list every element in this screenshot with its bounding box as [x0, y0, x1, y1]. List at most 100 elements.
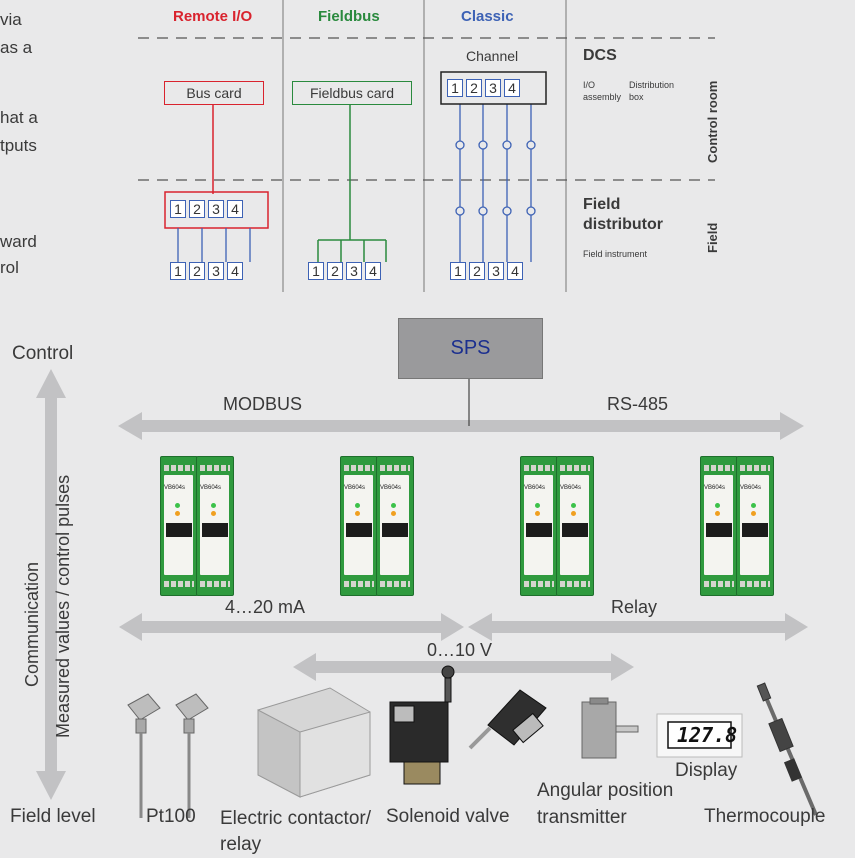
channel-cell: 3	[485, 79, 501, 97]
vertical-axis-shaft	[45, 395, 57, 775]
pt100-label: Pt100	[146, 806, 196, 827]
vertical-axis-head-up	[36, 369, 66, 398]
contactor-label: Electric contactor/ relay	[220, 808, 371, 855]
terminal-strip	[560, 465, 590, 471]
module-label: VB604s	[524, 485, 546, 491]
header-classic: Classic	[461, 8, 514, 25]
bus-arrow-head-left	[118, 412, 142, 440]
display-label: Display	[675, 760, 738, 781]
led-orange	[715, 511, 720, 516]
terminal-strip	[740, 581, 770, 587]
connector-block	[346, 523, 372, 537]
sps-box: SPS	[398, 318, 543, 379]
led-green	[535, 503, 540, 508]
module-label: VB604s	[164, 485, 186, 491]
led-green	[355, 503, 360, 508]
signal-module: VB604s	[736, 456, 774, 596]
thermocouple-icon	[756, 682, 818, 816]
led-orange	[571, 511, 576, 516]
remote-io-field-boxes: 1 2 3 4	[170, 262, 243, 280]
terminal-strip	[380, 581, 410, 587]
contactor-icon	[257, 687, 371, 798]
channel-cell: 1	[447, 79, 463, 97]
field-cell: 1	[450, 262, 466, 280]
channel-label: Channel	[466, 48, 519, 64]
rs485-label: RS-485	[607, 394, 669, 414]
module-label: VB604s	[560, 485, 582, 491]
remote-io-cell: 2	[189, 200, 205, 218]
remote-io-cell: 4	[227, 200, 243, 218]
terminal-strip	[740, 465, 770, 471]
distribution-box-label: Distribution box	[629, 80, 675, 102]
clipped-text-6: rol	[0, 258, 19, 277]
thermocouple-label: Thermocouple	[704, 806, 826, 827]
control-label: Control	[12, 343, 74, 364]
fieldbus-field-boxes: 1 2 3 4	[308, 262, 381, 280]
field-cell: 4	[507, 262, 523, 280]
terminal-strip	[560, 581, 590, 587]
led-green	[175, 503, 180, 508]
terminal-strip	[524, 465, 554, 471]
channel-cell: 4	[504, 79, 520, 97]
bus-card-label: Bus card	[186, 85, 242, 101]
connector-block	[202, 523, 228, 537]
solenoid-valve-icon	[389, 665, 547, 785]
header-fieldbus: Fieldbus	[318, 8, 380, 25]
led-orange	[355, 511, 360, 516]
module-label: VB604s	[380, 485, 402, 491]
module-label: VB604s	[344, 485, 366, 491]
led-green	[211, 503, 216, 508]
fieldbus-card-label: Fieldbus card	[309, 85, 395, 101]
voltage-arrow-head-left	[293, 653, 316, 681]
io-assembly-label: I/O assembly	[583, 80, 622, 102]
solenoid-valve-label: Solenoid valve	[386, 806, 510, 827]
clipped-text-3: hat a	[0, 108, 38, 127]
relay-arrow-head-left	[468, 613, 492, 641]
current-arrow-head-right	[441, 613, 464, 641]
connector-block	[742, 523, 768, 537]
connector-block	[526, 523, 552, 537]
terminal-strip	[200, 465, 230, 471]
sps-label: SPS	[450, 337, 491, 359]
remote-io-cell: 1	[170, 200, 186, 218]
terminal-strip	[704, 465, 734, 471]
signal-module: VB604s	[160, 456, 198, 596]
channel-cell: 2	[466, 79, 482, 97]
field-cell: 2	[189, 262, 205, 280]
led-orange	[391, 511, 396, 516]
fieldbus-card-box: Fieldbus card	[292, 81, 412, 105]
remote-io-cell: 3	[208, 200, 224, 218]
voltage-arrow-shaft	[310, 661, 618, 673]
field-cell: 1	[308, 262, 324, 280]
relay-arrow-shaft	[485, 621, 792, 633]
current-arrow-head-left	[119, 613, 142, 641]
angular-position-label: Angular position transmitter	[537, 780, 674, 828]
bus-arrow-head-right	[780, 412, 804, 440]
field-cell: 1	[170, 262, 186, 280]
vertical-axis-head-down	[36, 771, 66, 800]
pt100-icon	[127, 693, 209, 818]
connector-block	[166, 523, 192, 537]
display-value: 127.8	[677, 723, 738, 747]
voltage-label: 0…10 V	[427, 640, 493, 660]
display-icon	[656, 713, 743, 758]
terminal-strip	[344, 581, 374, 587]
led-green	[571, 503, 576, 508]
led-orange	[175, 511, 180, 516]
field-cell: 4	[365, 262, 381, 280]
top-diagram-lines	[138, 0, 715, 292]
terminal-strip	[164, 581, 194, 587]
relay-label: Relay	[611, 597, 658, 617]
connector-block	[382, 523, 408, 537]
classic-field-boxes: 1 2 3 4	[450, 262, 523, 280]
clipped-text-2: as a	[0, 38, 33, 57]
field-instrument-label: Field instrument	[583, 249, 648, 259]
clipped-text-5: ward	[0, 232, 37, 251]
module-label: VB604s	[200, 485, 222, 491]
led-green	[391, 503, 396, 508]
led-orange	[751, 511, 756, 516]
field-cell: 3	[488, 262, 504, 280]
relay-arrow-head-right	[785, 613, 808, 641]
